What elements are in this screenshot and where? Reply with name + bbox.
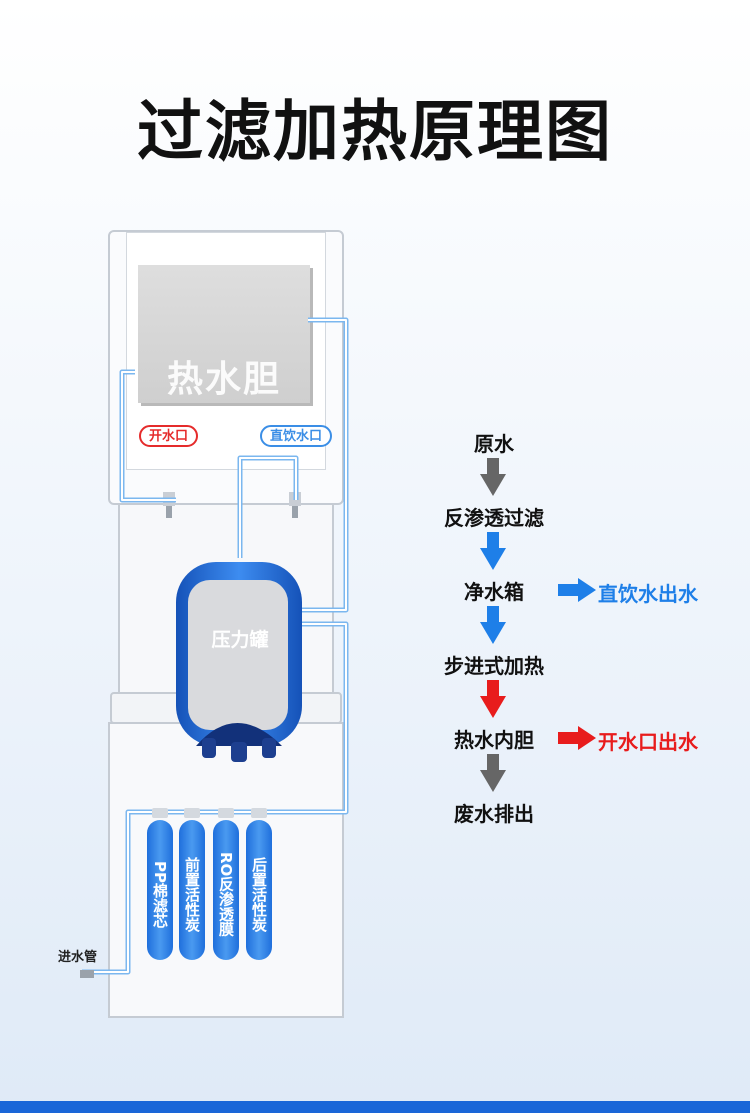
inlet-stub-icon [80, 970, 94, 978]
hot-tap-label: 开水口 [139, 425, 199, 447]
direct-output-label: 直饮水出水 [598, 582, 698, 606]
flow-step-waste-water: 废水排出 [454, 802, 534, 826]
filter-pre-carbon: 前置活性炭 [179, 820, 205, 960]
flow-step-clean-tank: 净水箱 [464, 580, 524, 604]
bottom-accent-bar [0, 1101, 750, 1113]
filter-post-carbon: 后置活性炭 [246, 820, 272, 960]
hot-tap-nozzle-icon [163, 492, 175, 518]
hot-water-tank [138, 265, 310, 403]
flow-step-stepwise-heating: 步进式加热 [444, 654, 544, 678]
pressure-tank-label: 压力罐 [211, 629, 269, 651]
page-title: 过滤加热原理图 [137, 93, 613, 170]
filter-ro-membrane: RO反渗透膜 [213, 820, 239, 960]
flow-step-ro-filtration: 反渗透过滤 [444, 506, 544, 530]
flow-arrow-5-icon [480, 754, 506, 792]
filter-caps [152, 808, 267, 818]
flow-arrow-1-icon [480, 458, 506, 496]
direct-tap-label: 直饮水口 [260, 425, 333, 447]
inlet-pipe-label: 进水管 [58, 950, 98, 965]
flow-arrow-3-icon [480, 606, 506, 644]
flow-arrow-4-icon [480, 680, 506, 718]
water-pipes-inner [82, 319, 347, 973]
filter-pp-cotton: PP棉滤芯 [147, 820, 173, 960]
hot-output-arrow-icon [558, 726, 596, 750]
direct-output-arrow-icon [558, 578, 596, 602]
flow-step-raw-water: 原水 [474, 432, 514, 456]
hot-water-tank-label: 热水胆 [166, 359, 281, 400]
hot-output-label: 开水口出水 [598, 730, 698, 754]
flow-arrow-2-icon [480, 532, 506, 570]
pressure-tank-icon [176, 562, 302, 762]
flow-step-hot-tank: 热水内胆 [454, 728, 534, 752]
